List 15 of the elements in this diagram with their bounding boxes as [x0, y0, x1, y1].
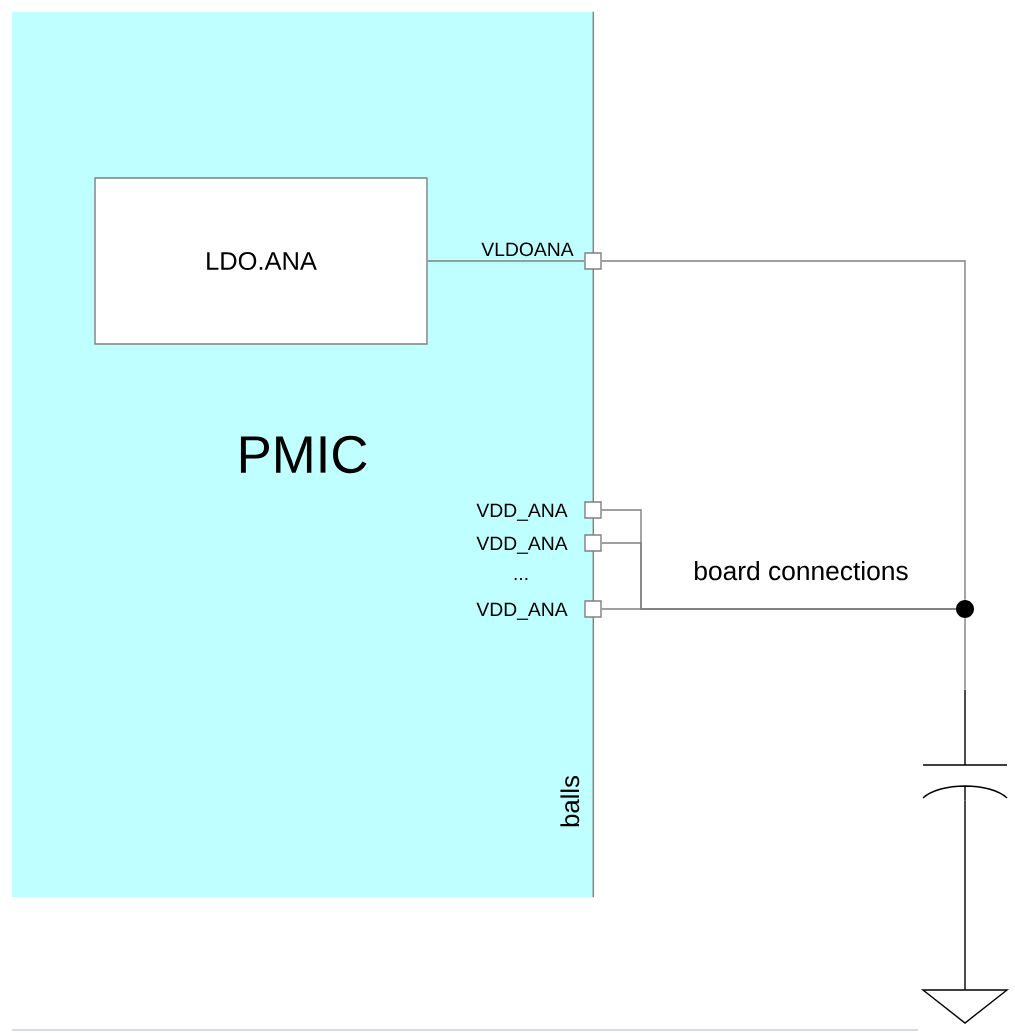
wire — [964, 617, 966, 691]
block-box: LDO.ANA — [94, 177, 428, 345]
junction-dot — [956, 600, 974, 618]
pin-label: VDD_ANA — [476, 602, 568, 620]
pin-label: VDD_ANA — [476, 503, 568, 521]
wire — [426, 260, 585, 262]
wire — [601, 608, 957, 610]
capacitor-symbol — [922, 689, 1008, 801]
pin-label: VDD_ANA — [476, 536, 568, 554]
pin-label: VLDOANA — [481, 242, 574, 257]
wire — [964, 799, 966, 991]
vertical-label: balls — [560, 776, 580, 827]
wire — [601, 260, 966, 601]
note-text: board connections — [695, 560, 908, 581]
ellipsis: ... — [514, 577, 528, 580]
